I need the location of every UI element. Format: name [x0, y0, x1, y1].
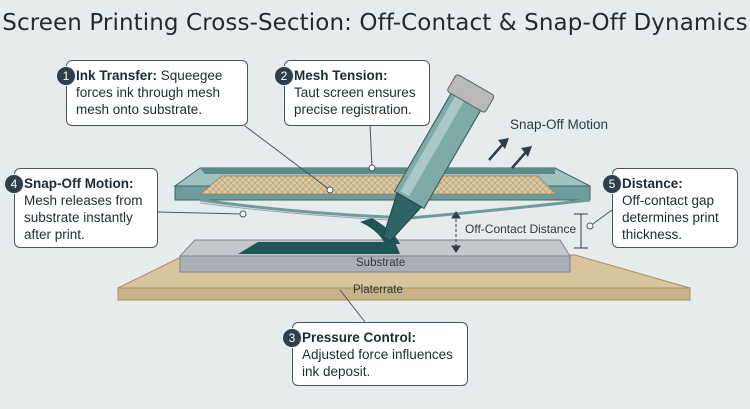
callout-line: Adjusted force influences [302, 347, 453, 362]
callout-heading-line: Mesh Tension: [294, 67, 420, 84]
callout-heading: Pressure Control: [302, 330, 417, 345]
squeegee [382, 74, 495, 242]
callout-heading-line: Distance: [622, 175, 728, 192]
platen-label: Platerrate [353, 284, 403, 296]
callout-number: 4 [4, 174, 24, 194]
callout-line: thickness. [622, 227, 683, 242]
substrate-label: Substrate [356, 257, 406, 269]
callout-heading: Distance: [622, 176, 683, 191]
printed-ink [238, 242, 400, 254]
callout-number: 2 [274, 66, 294, 86]
callout-heading-line: Ink Transfer: Squeegee [76, 67, 238, 84]
leader-lines [157, 123, 613, 323]
callout-line: after print. [24, 227, 85, 242]
callout-snap-off-motion: 4 Snap-Off Motion: Mesh releases from su… [4, 168, 158, 248]
callout-line: precise registration. [294, 102, 412, 117]
callout-heading-line: Snap-Off Motion: [24, 175, 148, 192]
callout-number: 1 [56, 66, 76, 86]
mesh [198, 175, 557, 195]
screen-frame [173, 167, 591, 222]
callout-heading: Snap-Off Motion: [24, 176, 134, 191]
callout-line: substrate instantly [24, 210, 133, 225]
callout-mesh-tension: 2 Mesh Tension: Taut screen ensures prec… [274, 60, 430, 126]
snap-off-arrows [488, 138, 532, 169]
snap-off-label: Snap-Off Motion [510, 117, 609, 132]
callout-line: mesh onto substrate. [76, 102, 203, 117]
off-contact-label: Off-Contact Distance [465, 222, 577, 236]
page-title: Screen Printing Cross-Section: Off-Conta… [2, 10, 748, 36]
callout-ink-transfer: 1 Ink Transfer: Squeegee forces ink thro… [56, 60, 248, 126]
callout-line: forces ink through mesh [76, 85, 221, 100]
callout-heading: Mesh Tension: [294, 68, 388, 83]
callout-heading: Ink Transfer: [76, 68, 158, 83]
callout-number: 5 [602, 174, 622, 194]
callout-pressure-control: 3 Pressure Control: Adjusted force influ… [282, 322, 468, 386]
callout-number: 3 [282, 328, 302, 348]
callout-line: Off-contact gap [622, 193, 715, 208]
callout-line: ink deposit. [302, 364, 371, 379]
callout-line: determines print [622, 210, 719, 225]
callout-line: Taut screen ensures [294, 85, 416, 100]
callout-distance: 5 Distance: Off-contact gap determines p… [602, 168, 738, 248]
callout-line: Mesh releases from [24, 193, 143, 208]
callout-heading-line: Pressure Control: [302, 329, 458, 346]
off-contact-indicator [451, 211, 588, 253]
callout-text: Squeegee [160, 68, 223, 83]
